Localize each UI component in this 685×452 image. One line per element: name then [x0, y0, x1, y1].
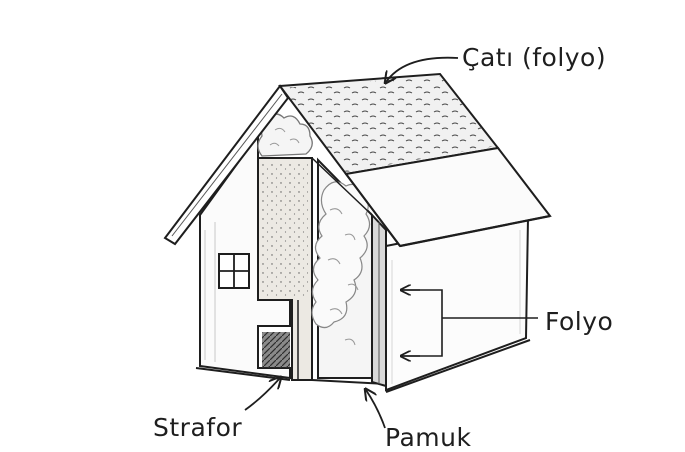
door-opening	[257, 325, 293, 369]
foil-layer	[371, 212, 387, 388]
attic-cotton	[257, 113, 313, 157]
roof-leader-arrow	[386, 56, 459, 82]
cotton-layer	[311, 157, 387, 385]
roof	[278, 72, 552, 248]
foil-bracket	[400, 290, 538, 356]
styrofoam-label: Strafor	[153, 413, 242, 442]
cotton-leader-arrow	[366, 390, 386, 429]
foil-label: Folyo	[545, 307, 613, 336]
styrofoam-layer	[257, 157, 313, 381]
window	[218, 253, 250, 289]
roof-label: Çatı (folyo)	[462, 43, 606, 72]
cotton-label: Pamuk	[385, 423, 471, 452]
styrofoam-leader-arrow	[244, 378, 280, 411]
